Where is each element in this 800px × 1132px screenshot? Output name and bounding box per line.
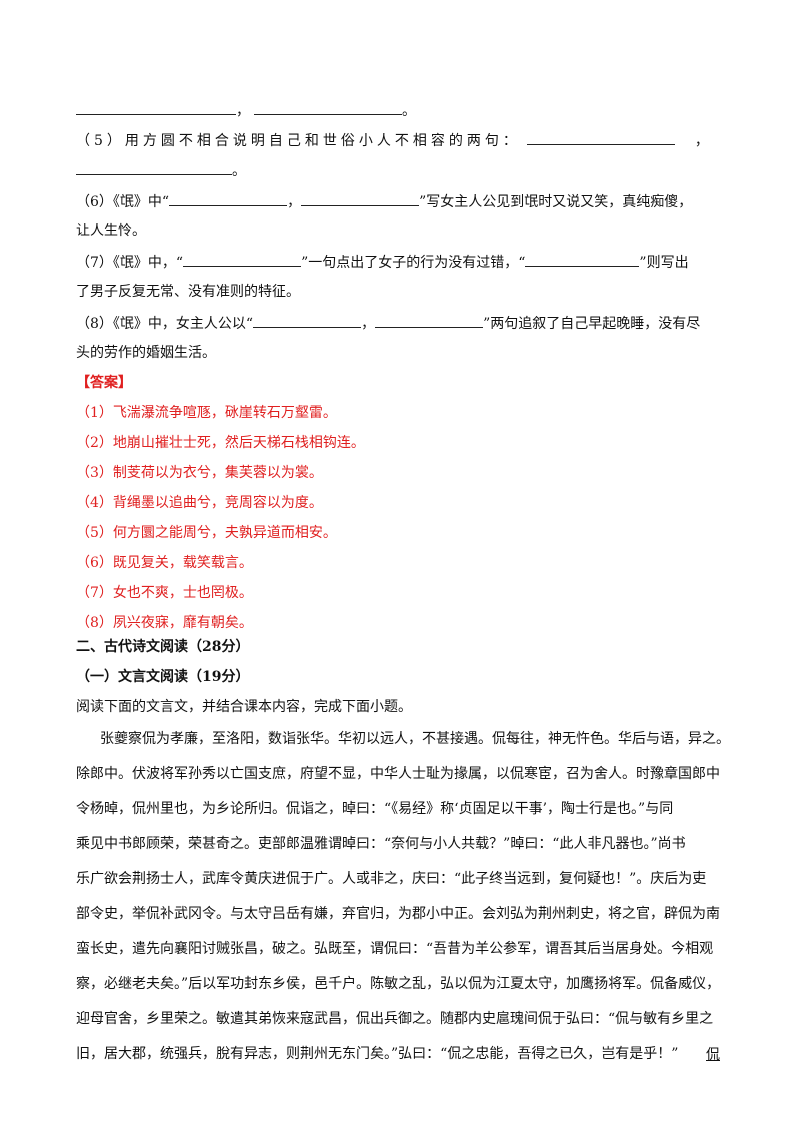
passage-line: 张夔察侃为孝廉，至洛阳，数诣张华。华初以远人，不甚接遇。侃每往，神无忤色。华后与… [100, 731, 730, 747]
question-6: （6）《氓》中“，”写女主人公见到氓时又说又笑，真纯痴傻， [76, 191, 730, 212]
fill-blank[interactable] [525, 252, 640, 267]
answer-item: （8）夙兴夜寐，靡有朝矣。 [76, 615, 253, 631]
passage-line: 旧，居大郡，统强兵，脫有异志，则荆州无东门矣。”弘曰：“侃之忠能，吾得之已久，岂… [76, 1046, 679, 1062]
fill-blank[interactable] [526, 130, 675, 145]
passage-line: 乘见中书郎顾荣，荣甚奇之。吏部郎温雅谓晫曰：“奈何与小人共载？”晫曰：“此人非凡… [76, 836, 686, 852]
instruction-text: 阅读下面的文言文，并结合课本内容，完成下面小题。 [76, 699, 412, 715]
question-5: （5）用方圆不相合说明自己和世俗小人不相容的两句：， [76, 130, 730, 151]
fill-blank[interactable] [254, 100, 402, 115]
answer-item: （6）既见复关，载笑载言。 [76, 555, 253, 571]
section-title: 二、古代诗文阅读（28分） [76, 639, 250, 655]
fill-blank[interactable] [76, 100, 236, 115]
answer-item: （4）背绳墨以追曲兮，竞周容以为度。 [76, 495, 323, 511]
answer-item: （5）何方圜之能周兮，夫孰异道而相安。 [76, 525, 337, 541]
passage-line: 迎母官舍，乡里荣之。敏遣其弟恢来寇武昌，侃出兵御之。随郡内史扈瑰间侃于弘曰：“侃… [76, 1011, 714, 1027]
fill-blank[interactable] [183, 252, 302, 267]
fill-blank[interactable] [253, 313, 362, 328]
question-7: （7）《氓》中，“”一句点出了女子的行为没有过错，“”则写出 [76, 252, 730, 273]
question-6-cont: 让人生怜。 [76, 223, 146, 239]
question-7-cont: 了男子反复无常、没有准则的特征。 [76, 284, 300, 300]
q4-answer-line: ，。 [76, 100, 730, 121]
passage-line: 除郎中。伏波将军孙秀以亡国支庶，府望不显，中华人士耻为掾属，以侃寒宦，召为舍人。… [76, 766, 720, 782]
answer-item: （1）飞湍瀑流争喧豗，砯崖转石万壑雷。 [76, 405, 337, 421]
fill-blank[interactable] [375, 313, 484, 328]
fill-blank[interactable] [169, 191, 288, 206]
answer-item: （7）女也不爽，士也罔极。 [76, 585, 253, 601]
passage-line: 乐广欲会荆扬士人，武库令黄庆进侃于广。人或非之，庆曰：“此子终当远到，复何疑也！… [76, 871, 707, 887]
question-8-cont: 头的劳作的婚姻生活。 [76, 345, 216, 361]
passage-tail: 侃 [706, 1047, 720, 1063]
question-5-cont: 。 [76, 160, 730, 181]
passage-line: 令杨晫，侃州里也，为乡论所归。侃诣之，晫曰：“《易经》称‘贞固足以干事’，陶士行… [76, 801, 674, 817]
answer-item: （2）地崩山摧壮士死，然后天梯石栈相钩连。 [76, 435, 365, 451]
fill-blank[interactable] [301, 191, 420, 206]
section-subtitle: （一）文言文阅读（19分） [76, 669, 250, 685]
passage-line: 蛮长史，遣先向襄阳讨贼张昌，破之。弘既至，谓侃曰：“吾昔为羊公参军，谓吾其后当居… [76, 941, 714, 957]
fill-blank[interactable] [76, 160, 232, 175]
passage-line: 察，必继老夫矣。”后以军功封东乡侯，邑千户。陈敏之乱，弘以侃为江夏太守，加鹰扬将… [76, 976, 721, 992]
answer-label: 【答案】 [76, 375, 132, 391]
answer-item: （3）制芰荷以为衣兮，集芙蓉以为裳。 [76, 465, 323, 481]
question-8: （8）《氓》中，女主人公以“，”两句追叙了自己早起晚睡，没有尽 [76, 313, 730, 334]
passage-line: 部令史，举侃补武冈令。与太守吕岳有嫌，弃官归，为郡小中正。会刘弘为荆州刺史，将之… [76, 906, 720, 922]
